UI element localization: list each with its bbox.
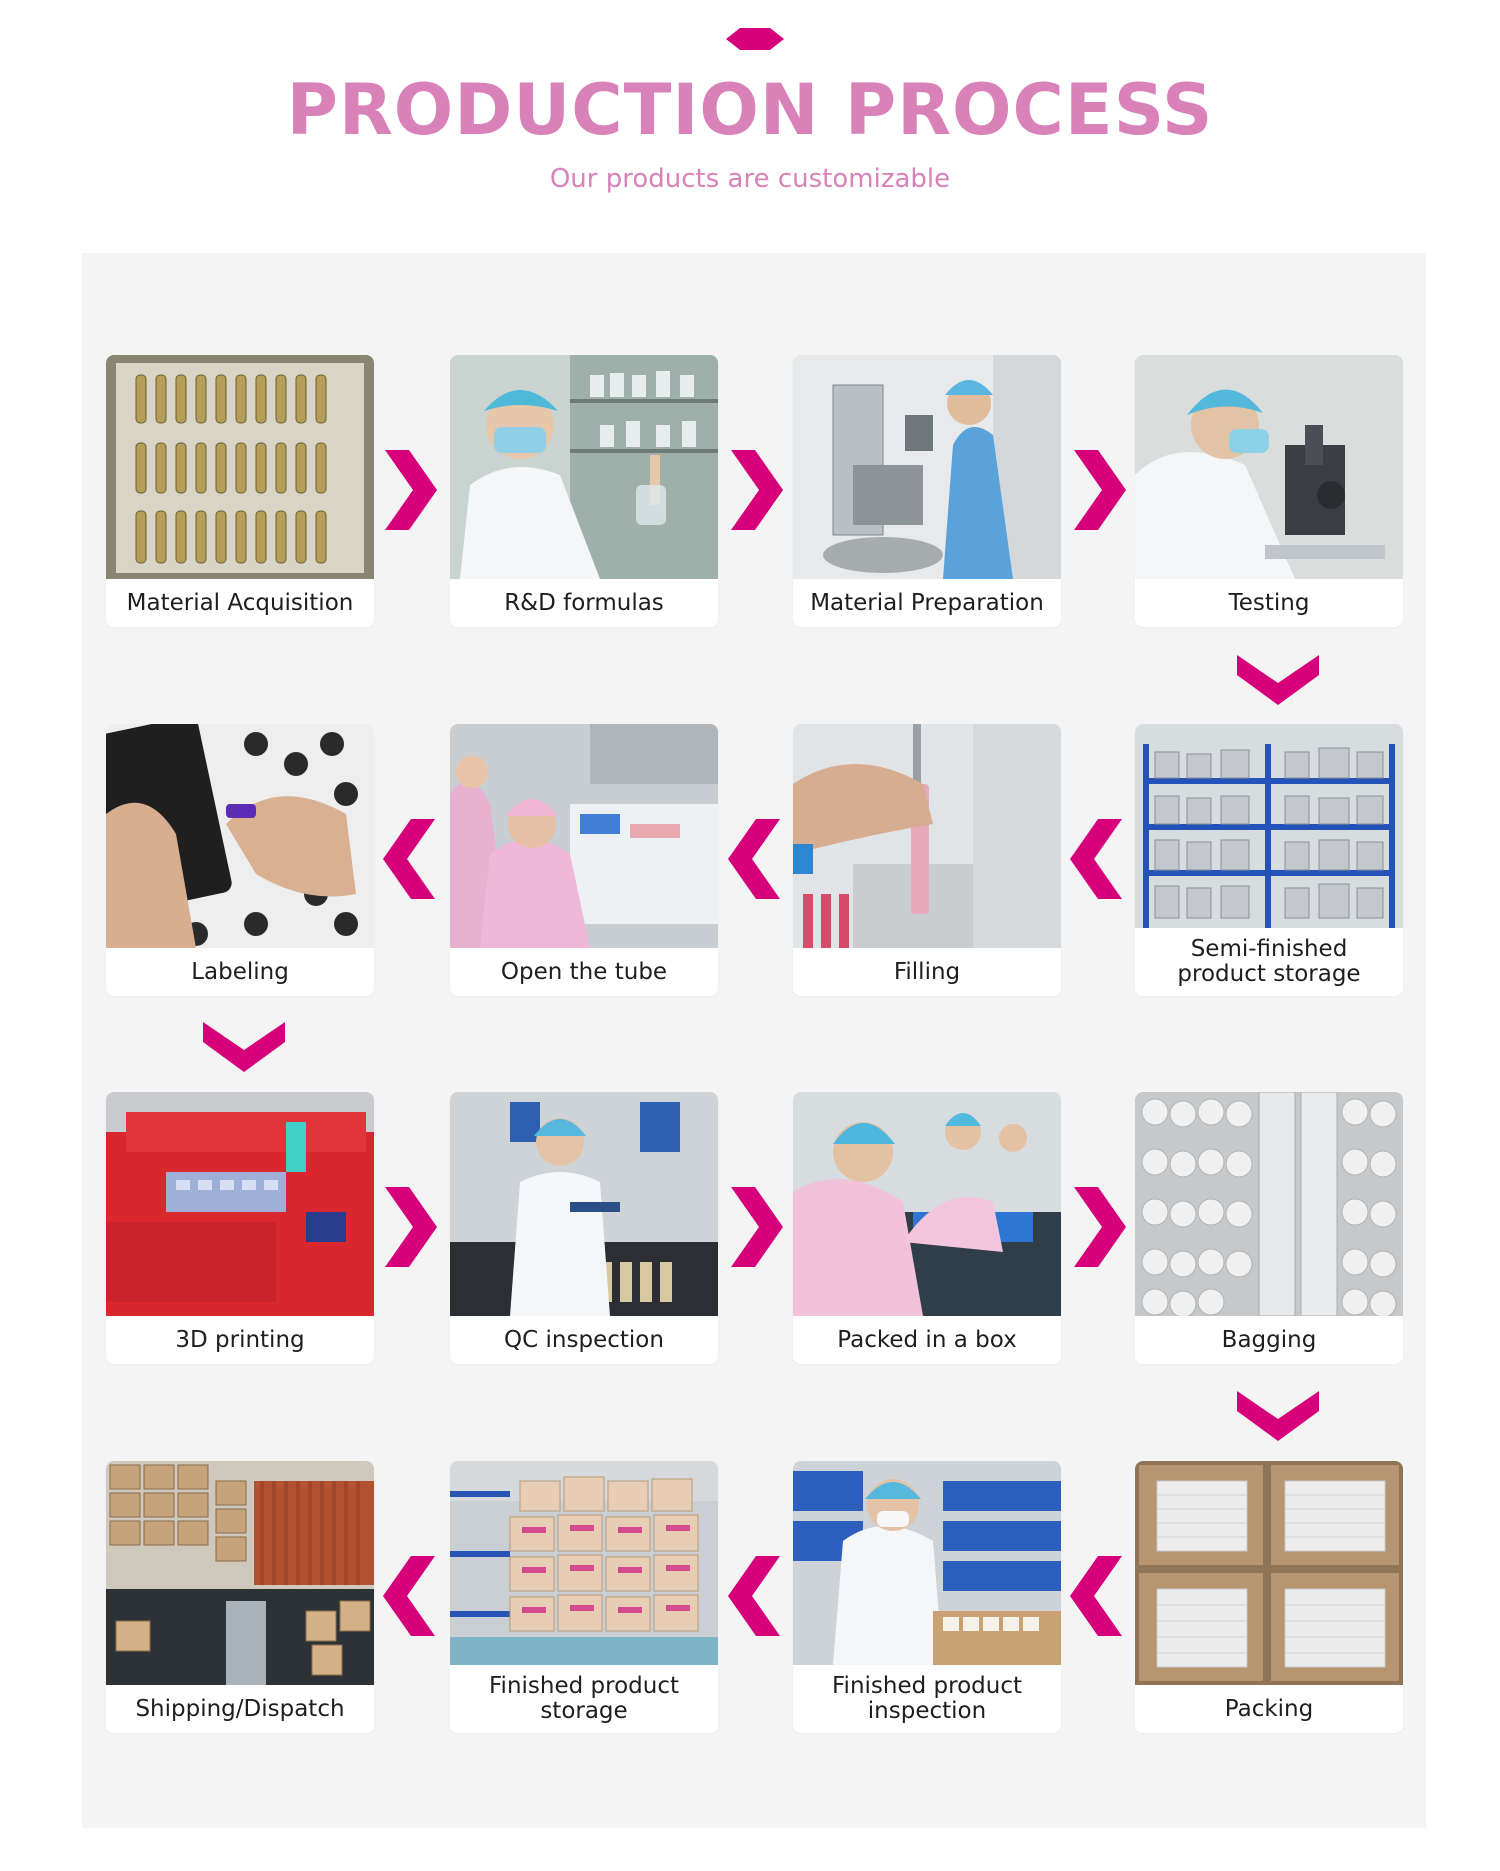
chevron-left-icon [1068,1556,1124,1636]
qc-worker-photo [450,1092,718,1316]
step-card-packed-in-a-box[interactable]: Packed in a box [793,1092,1061,1364]
step-label: Shipping/Dispatch [135,1695,345,1722]
step-label: Finished product inspection [832,1673,1022,1724]
step-label: R&D formulas [504,589,664,616]
step-card-labeling[interactable]: Labeling [106,724,374,996]
workers-table-photo [450,724,718,948]
step-label: Testing [1228,589,1310,616]
step-label: Packing [1224,1695,1314,1722]
chevron-down-icon [1237,1389,1319,1441]
chevron-right-icon [729,1187,785,1267]
chevron-down-icon [203,1020,285,1072]
page-title: PRODUCTION PROCESS [286,69,1214,151]
packing-workers-photo [793,1092,1061,1316]
printer-photo [106,1092,374,1316]
boxes-photo [1135,1461,1403,1685]
chevron-left-icon [726,819,782,899]
lab-technician-photo [450,355,718,579]
inspection-worker-photo [793,1461,1061,1665]
step-card-open-the-tube[interactable]: Open the tube [450,724,718,996]
storage-shelves-photo [1135,724,1403,928]
step-card-shipping-dispatch[interactable]: Shipping/Dispatch [106,1461,374,1733]
chevron-left-icon [726,1556,782,1636]
step-card-packing[interactable]: Packing [1135,1461,1403,1733]
step-label: QC inspection [504,1326,664,1353]
chevron-left-icon [1068,819,1124,899]
step-label: Open the tube [500,958,668,985]
chevron-left-icon [381,819,437,899]
step-label: Semi-finished product storage [1177,936,1361,987]
filling-photo [793,724,1061,948]
step-card-rd-formulas[interactable]: R&D formulas [450,355,718,627]
chevron-right-icon [1072,1187,1128,1267]
diamond-mark-icon [726,28,784,50]
chevron-right-icon [383,450,439,530]
chevron-right-icon [383,1187,439,1267]
step-card-material-acquisition[interactable]: Material Acquisition [106,355,374,627]
step-card-bagging[interactable]: Bagging [1135,1092,1403,1364]
step-card-testing[interactable]: Testing [1135,355,1403,627]
mixing-machine-photo [793,355,1061,579]
bagged-bottles-photo [1135,1092,1403,1316]
chevron-right-icon [729,450,785,530]
step-label: Labeling [191,958,289,985]
step-card-finished-product-inspection[interactable]: Finished product inspection [793,1461,1061,1733]
microscope-photo [1135,355,1403,579]
step-card-filling[interactable]: Filling [793,724,1061,996]
step-label: Packed in a box [837,1326,1017,1353]
step-card-finished-product-storage[interactable]: Finished product storage [450,1461,718,1733]
step-label: Material Acquisition [126,589,354,616]
step-label: 3D printing [175,1326,305,1353]
step-card-material-preparation[interactable]: Material Preparation [793,355,1061,627]
step-card-semi-finished-storage[interactable]: Semi-finished product storage [1135,724,1403,996]
page-subtitle: Our products are customizable [549,164,951,194]
step-card-qc-inspection[interactable]: QC inspection [450,1092,718,1364]
step-label: Bagging [1221,1326,1317,1353]
step-label: Finished product storage [489,1673,679,1724]
step-label: Filling [893,958,961,985]
labeling-photo [106,724,374,948]
step-label: Material Preparation [810,589,1044,616]
truck-warehouse-photo [106,1461,374,1685]
chevron-down-icon [1237,653,1319,705]
warehouse-photo [450,1461,718,1665]
lipstick-tubes-photo [106,355,374,579]
chevron-left-icon [381,1556,437,1636]
step-card-3d-printing[interactable]: 3D printing [106,1092,374,1364]
chevron-right-icon [1072,450,1128,530]
